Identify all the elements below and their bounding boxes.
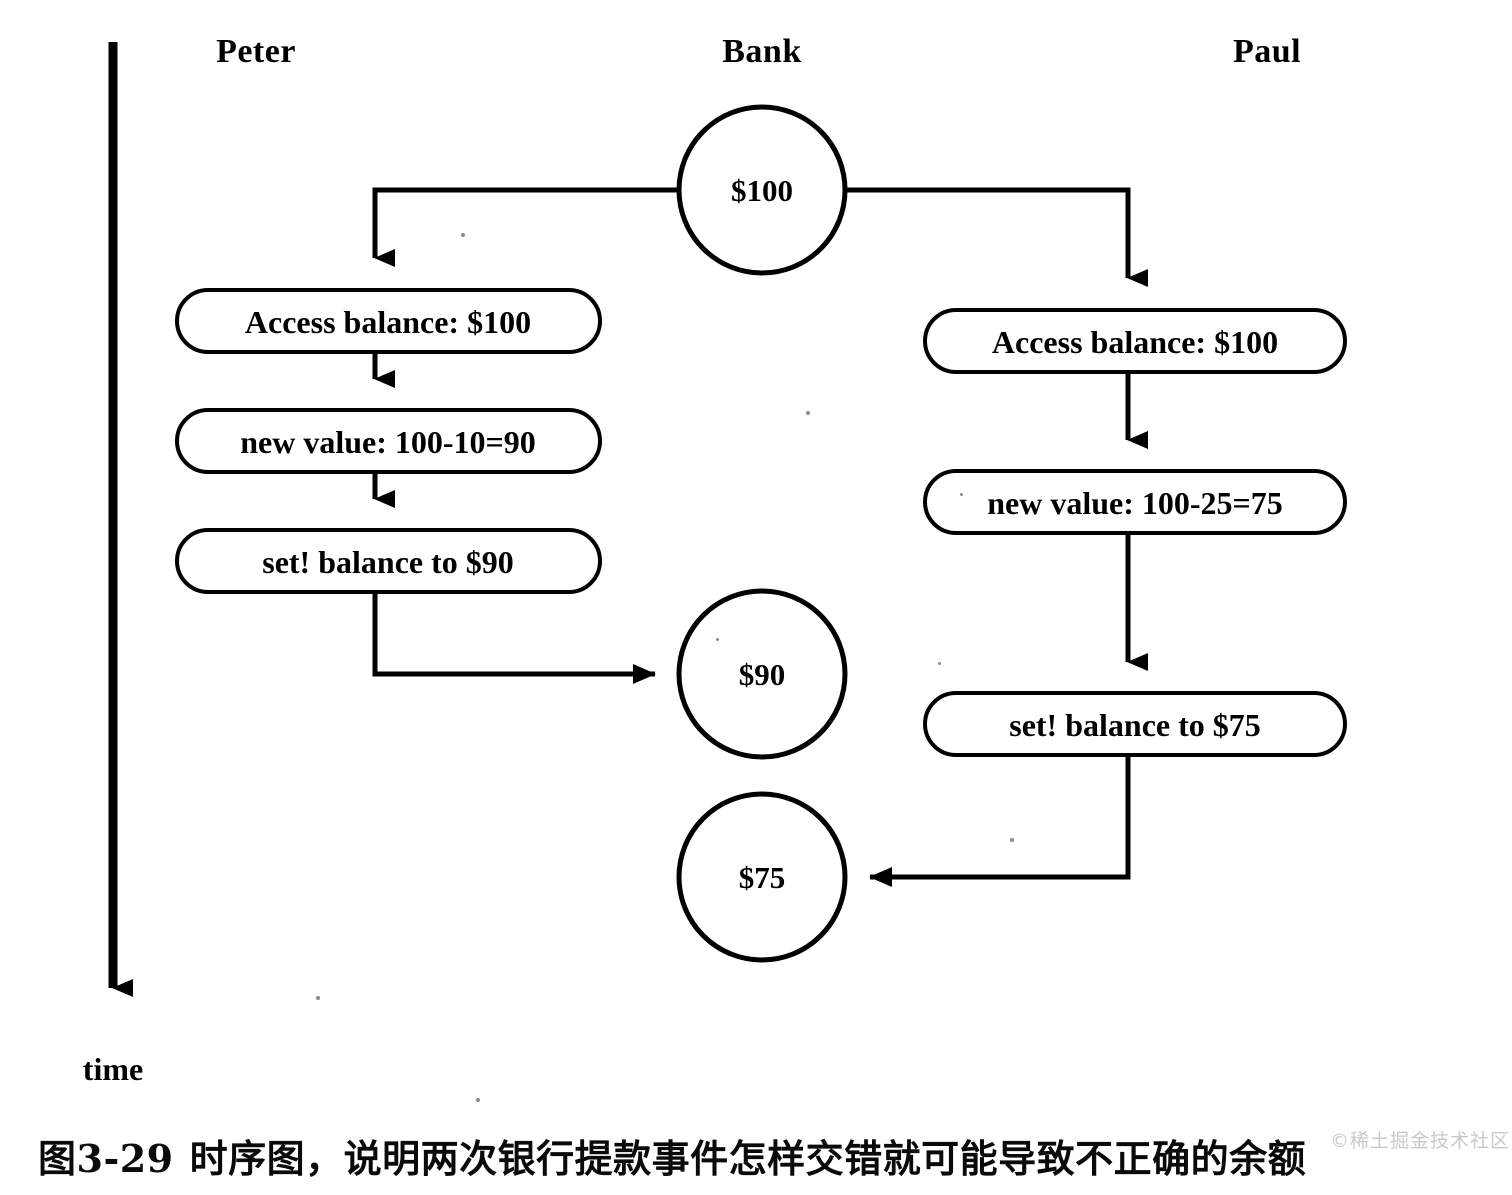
bank-state-75[interactable]: $75 (676, 791, 848, 963)
bank-state-90[interactable]: $90 (676, 588, 848, 760)
column-header-paul: Paul (1233, 33, 1301, 70)
paul-step-1[interactable]: Access balance: $100 (923, 308, 1347, 374)
peter-step-1[interactable]: Access balance: $100 (175, 288, 602, 354)
paul-step-3[interactable]: set! balance to $75 (923, 691, 1347, 757)
connector-path (372, 187, 679, 267)
process-box (923, 691, 1347, 757)
bank-state-100[interactable]: $100 (676, 104, 848, 276)
bank-state-circle (676, 588, 848, 760)
process-box-label: new value: 100-10=90 (240, 424, 536, 460)
time-axis-label: time (83, 1051, 143, 1087)
process-box (175, 528, 602, 594)
process-box-label: set! balance to $75 (1009, 707, 1261, 743)
process-box (175, 408, 602, 474)
bank-state-circle (676, 791, 848, 963)
process-box-label: set! balance to $90 (262, 544, 514, 580)
figure-number: 图3-29 (38, 1136, 174, 1181)
column-header-peter: Peter (216, 33, 296, 70)
bank-state-label: $75 (739, 860, 786, 895)
connector-path (845, 187, 1148, 287)
bank-state-label: $90 (739, 657, 786, 692)
process-box (923, 469, 1347, 535)
process-box-label: Access balance: $100 (992, 324, 1278, 360)
process-box (923, 308, 1347, 374)
figure-caption: 图3-29 时序图，说明两次银行提款事件怎样交错就可能导致不正确的余额 (38, 1128, 1478, 1183)
process-box-label: Access balance: $100 (245, 304, 531, 340)
conn-peter3-to-bank90 (372, 592, 656, 684)
conn-bank100-to-paul (845, 187, 1148, 287)
bank-state-circle (676, 104, 848, 276)
process-box-label: new value: 100-25=75 (987, 485, 1283, 521)
conn-bank100-to-peter (372, 187, 679, 267)
process-box (175, 288, 602, 354)
bank-state-label: $100 (731, 173, 793, 208)
paul-step-2[interactable]: new value: 100-25=75 (923, 469, 1347, 535)
connector-path (372, 592, 656, 684)
conn-paul3-to-bank75 (869, 755, 1131, 887)
peter-step-2[interactable]: new value: 100-10=90 (175, 408, 602, 474)
figure-caption-text: 时序图，说明两次银行提款事件怎样交错就可能导致不正确的余额 (189, 1136, 1307, 1181)
connector-path (869, 755, 1131, 887)
column-header-bank: Bank (722, 33, 802, 70)
peter-step-3[interactable]: set! balance to $90 (175, 528, 602, 594)
